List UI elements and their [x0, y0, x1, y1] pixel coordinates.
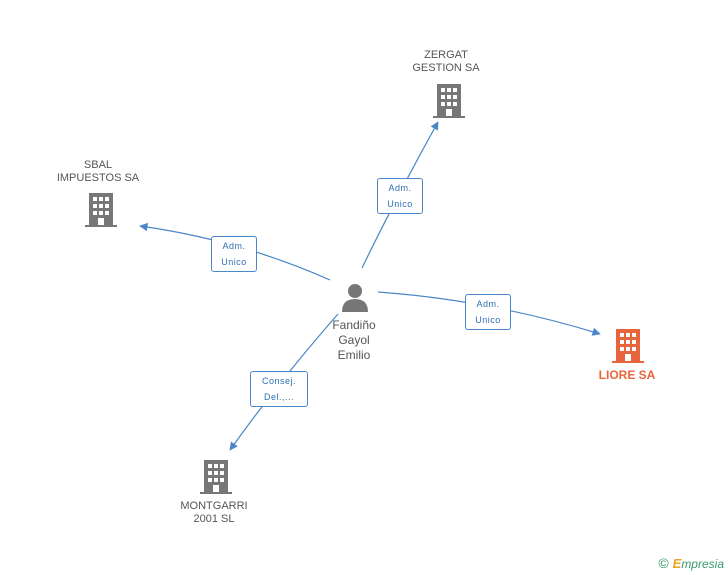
person-icon[interactable]	[340, 282, 370, 312]
brand-initial: E	[672, 556, 682, 571]
person-name-line2: Gayol	[338, 333, 370, 347]
edge-label-sbal[interactable]: Adm. Unico	[211, 236, 257, 272]
person-name-line1: Fandiño	[332, 318, 376, 332]
building-icon-zergat[interactable]	[433, 84, 465, 118]
company-label-zergat[interactable]: ZERGAT GESTION SA	[396, 49, 496, 75]
person-label[interactable]: Fandiño Gayol Emilio	[318, 318, 390, 363]
brand-logo: Empresia	[672, 556, 724, 571]
building-icon-sbal[interactable]	[85, 193, 117, 227]
footer-brand[interactable]: ©Empresia	[658, 555, 724, 571]
edge-label-montgarri[interactable]: Consej. Del.,...	[250, 371, 308, 407]
edge-label-liore[interactable]: Adm. Unico	[465, 294, 511, 330]
company-montgarri-line2: 2001 SL	[193, 513, 235, 525]
edge-montgarri-line2: Del.,...	[263, 392, 294, 402]
edge-sbal-line1: Adm.	[222, 241, 246, 251]
company-zergat-line1: ZERGAT	[424, 49, 468, 61]
company-label-montgarri[interactable]: MONTGARRI 2001 SL	[166, 500, 262, 526]
edge-zergat-line1: Adm.	[388, 183, 412, 193]
building-icon-liore[interactable]	[612, 329, 644, 363]
company-sbal-line2: IMPUESTOS SA	[56, 172, 140, 184]
edge-sbal-line2: Unico	[221, 257, 247, 267]
copyright-symbol: ©	[658, 555, 669, 571]
company-liore-line1: LIORE SA	[598, 368, 656, 382]
person-name-line3: Emilio	[337, 348, 371, 362]
company-zergat-line2: GESTION SA	[412, 62, 480, 74]
edge-zergat-line2: Unico	[387, 199, 413, 209]
company-label-liore[interactable]: LIORE SA	[580, 369, 674, 382]
company-montgarri-line1: MONTGARRI	[180, 500, 248, 512]
edge-liore-line1: Adm.	[476, 299, 500, 309]
brand-name: mpresia	[681, 557, 724, 571]
edge-label-zergat[interactable]: Adm. Unico	[377, 178, 423, 214]
building-icon-montgarri[interactable]	[200, 460, 232, 494]
company-label-sbal[interactable]: SBAL IMPUESTOS SA	[46, 159, 150, 185]
edge-liore-line2: Unico	[475, 315, 501, 325]
company-sbal-line1: SBAL	[83, 159, 113, 171]
edge-montgarri-line1: Consej.	[261, 376, 296, 386]
